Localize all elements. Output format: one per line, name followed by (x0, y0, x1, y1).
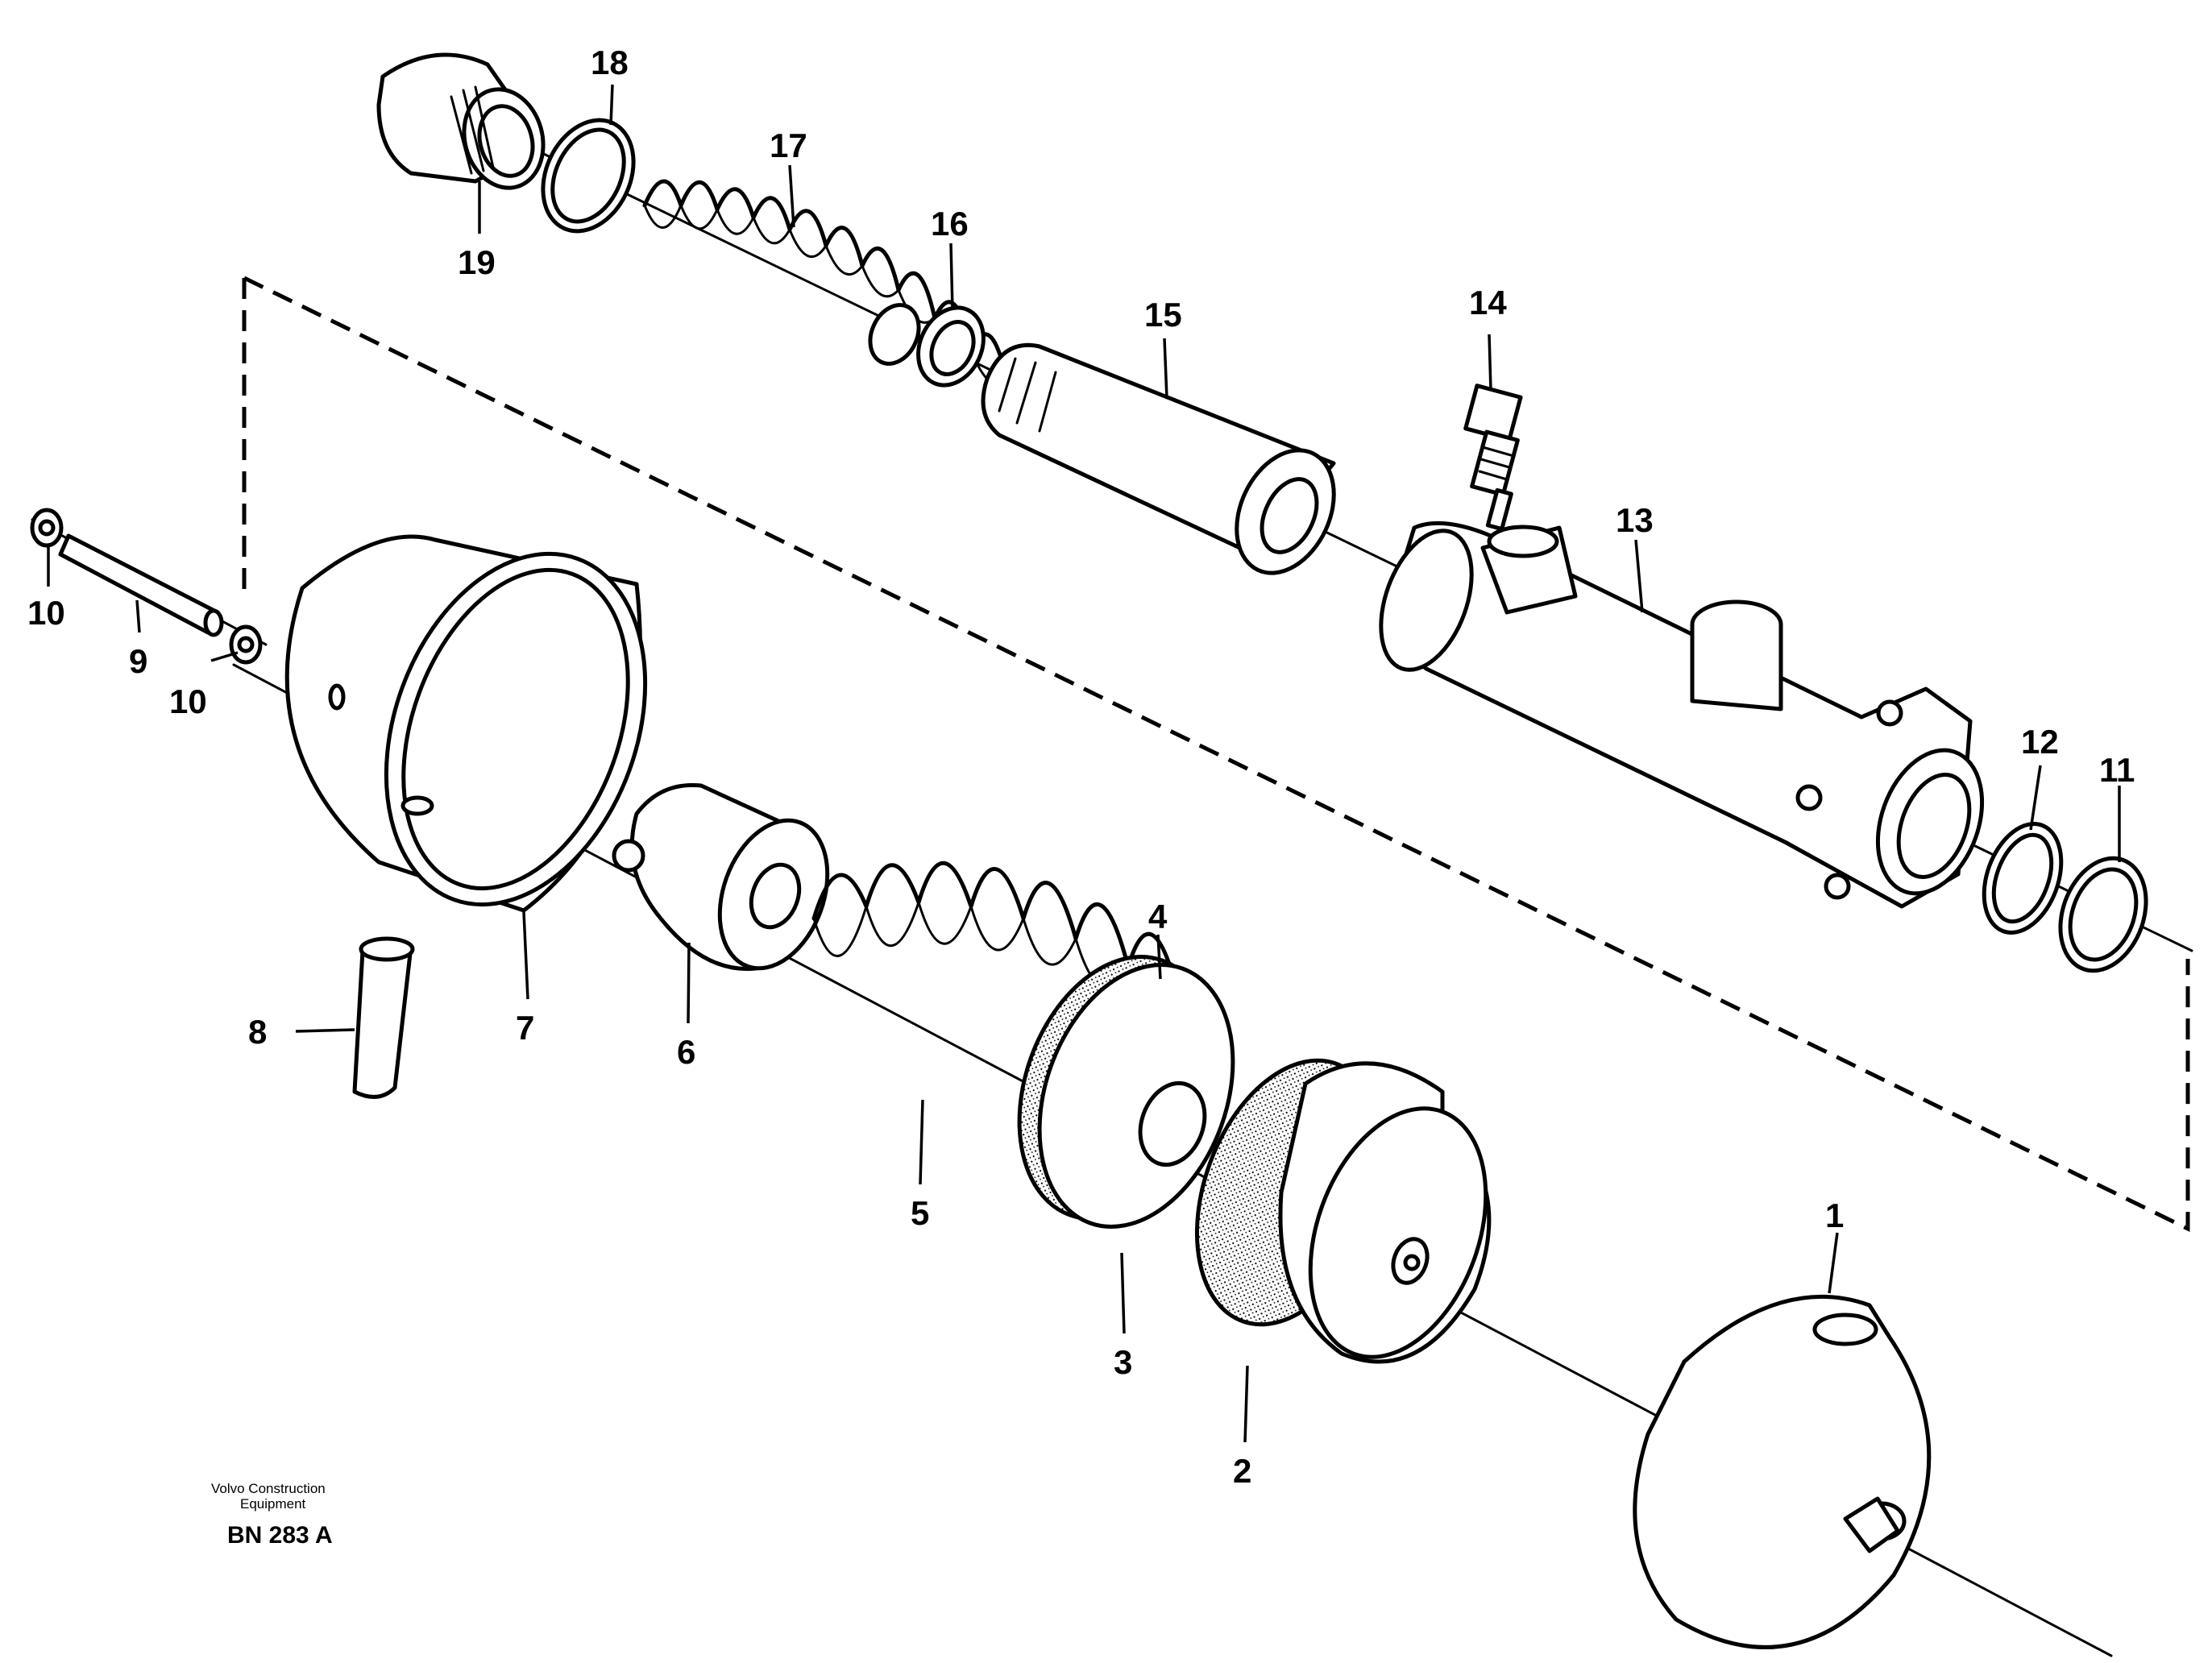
leader-lines (47, 84, 2121, 1443)
end-cover-1 (1633, 1294, 1932, 1649)
callout-6: 6 (677, 1033, 695, 1071)
callout-15: 15 (1144, 296, 1182, 334)
callout-18: 18 (591, 44, 629, 81)
brand-line-1: Volvo Construction (211, 1481, 326, 1496)
o-ring-18 (541, 118, 636, 234)
bleed-nipple-14 (1463, 384, 1523, 532)
callout-16: 16 (931, 205, 969, 243)
callout-2: 2 (1233, 1452, 1251, 1490)
callout-5: 5 (911, 1194, 929, 1232)
pin-9 (58, 533, 224, 637)
diaphragm-cup-2 (1194, 1058, 1492, 1364)
housing-7 (284, 534, 648, 913)
callout-11: 11 (2099, 751, 2135, 789)
sleeve-ring-16 (916, 305, 986, 388)
washer-10-right (229, 624, 263, 665)
housing-dashed-outline-bottom (243, 276, 2190, 1233)
callout-1: 1 (1825, 1196, 1844, 1234)
diaphragm-disc-3-4 (1017, 955, 1235, 1229)
callout-13: 13 (1616, 501, 1654, 539)
circlip-11 (2058, 856, 2148, 973)
callout-3: 3 (1114, 1343, 1132, 1381)
o-ring-12 (1982, 822, 2064, 935)
plug-nut-19 (376, 52, 546, 190)
callout-12: 12 (2021, 723, 2059, 761)
callout-17: 17 (770, 126, 807, 164)
piston-15 (981, 342, 1336, 575)
callout-8: 8 (248, 1013, 267, 1051)
brand-line-2: Equipment (240, 1496, 306, 1512)
callout-19: 19 (458, 243, 496, 281)
callout-10-right: 10 (169, 682, 207, 720)
piston-housing-6 (612, 782, 830, 971)
callout-10-left: 10 (27, 594, 65, 632)
callout-4: 4 (1148, 898, 1168, 935)
callout-14: 14 (1469, 284, 1507, 321)
callout-9: 9 (129, 642, 147, 680)
boot-8 (352, 936, 415, 1099)
drawing-code: BN 283 A (227, 1522, 333, 1549)
washer-10-left (30, 508, 64, 548)
cylinder-body-13 (1379, 520, 1985, 909)
callout-7: 7 (516, 1009, 534, 1047)
